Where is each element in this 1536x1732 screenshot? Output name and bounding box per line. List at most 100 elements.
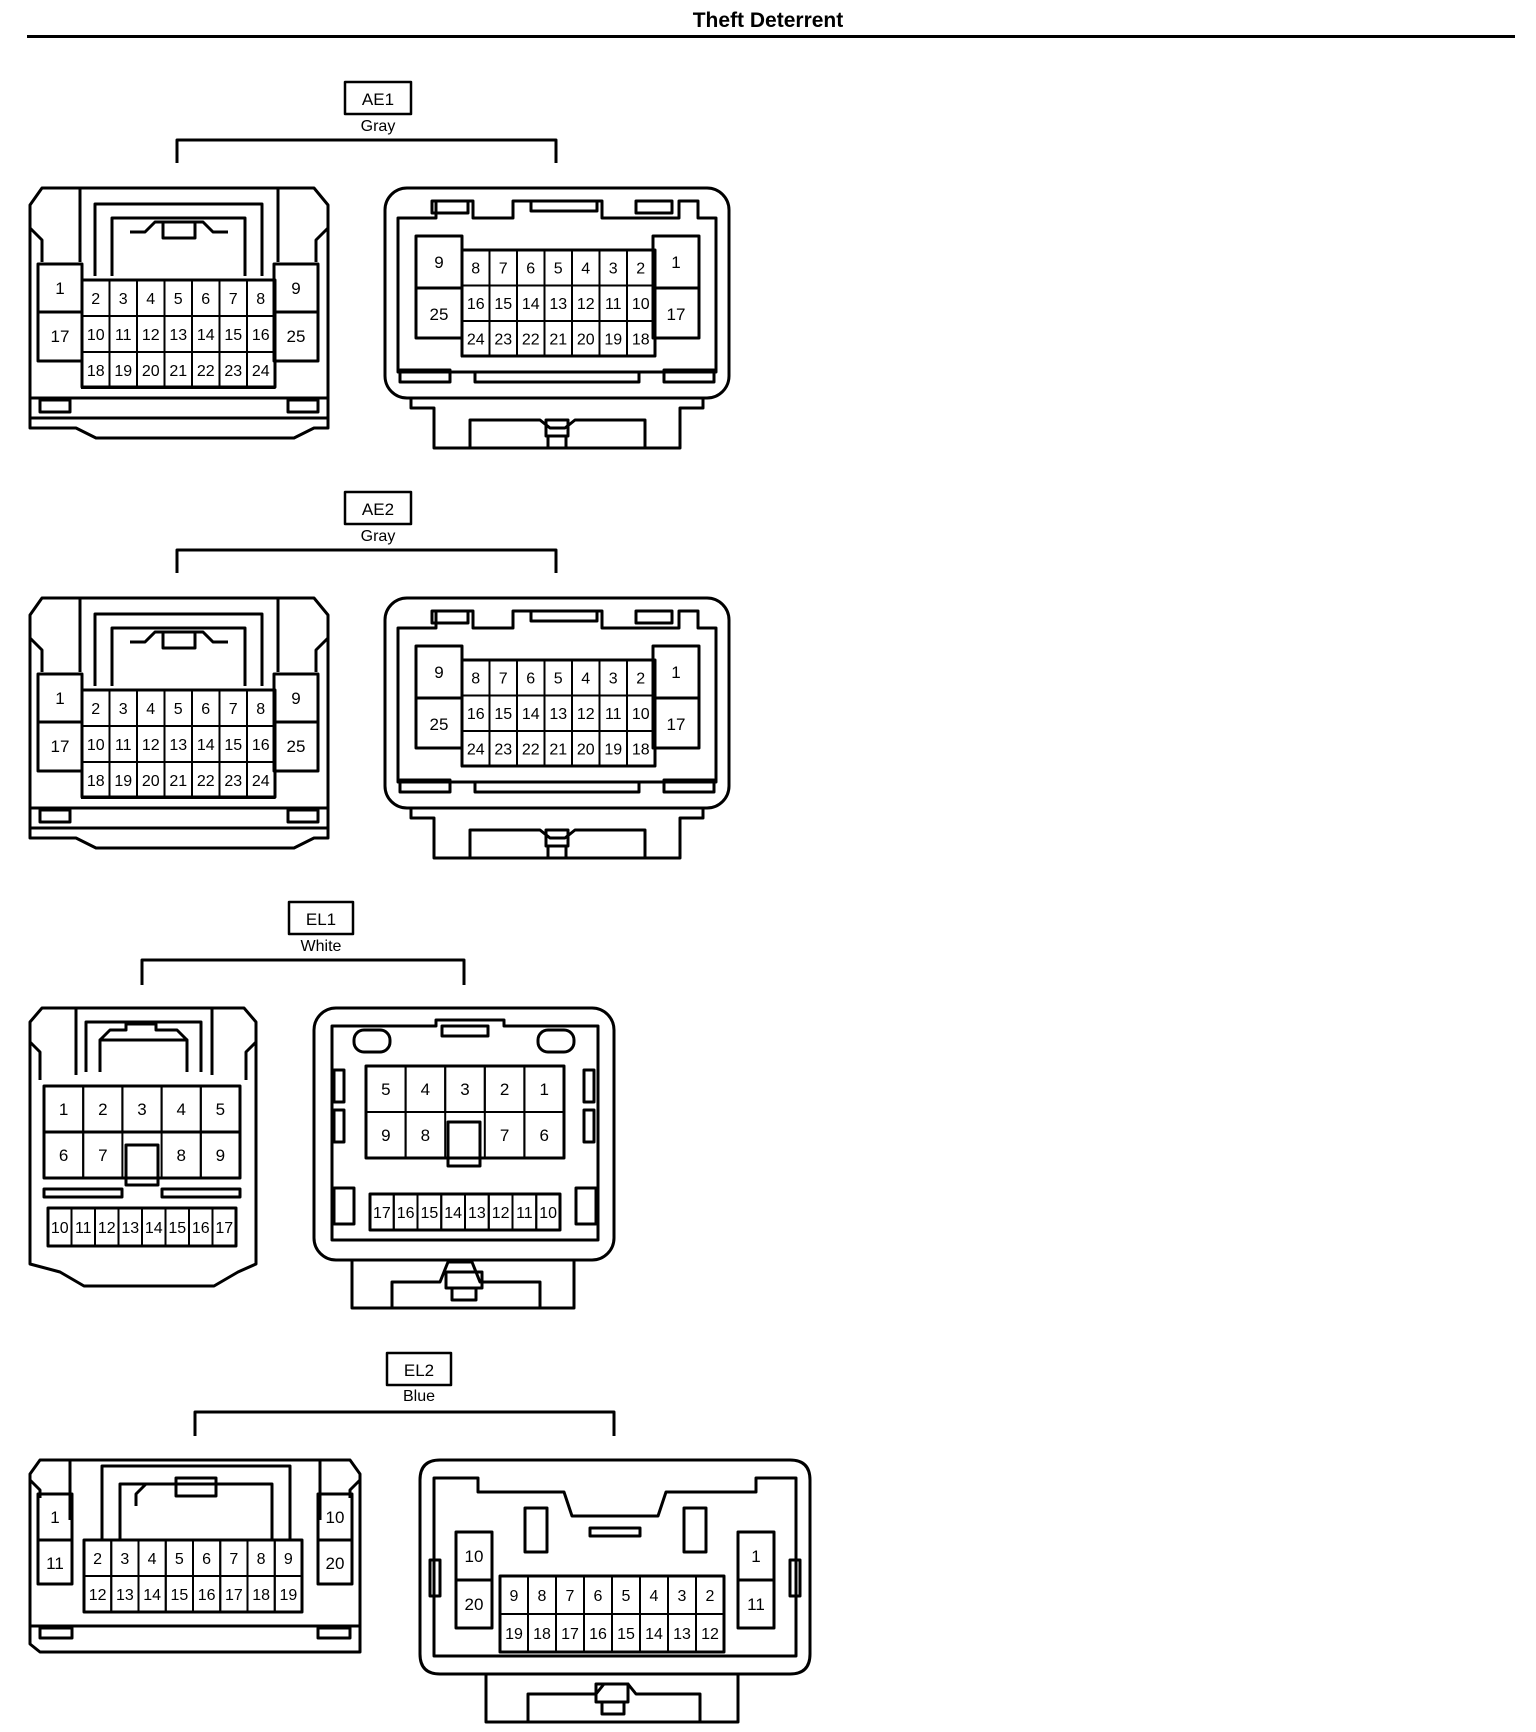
connector-bracket [193,1410,616,1436]
pin-number: 8 [471,671,480,688]
title-divider [27,35,1515,38]
pin-number: 21 [549,742,567,759]
pin-number: 7 [499,671,508,688]
pin-cell [211,1207,237,1247]
connector-bracket [140,958,466,985]
pin-number: 5 [216,1100,225,1119]
pin-number: 19 [279,1587,297,1604]
pin-number: 9 [284,1551,293,1568]
pin-number: 8 [256,701,265,718]
pin-number: 24 [252,773,270,790]
pin-number: 3 [120,1551,129,1568]
pin-number: 22 [197,363,215,380]
pin-number: 13 [549,706,567,723]
pin-number: 18 [252,1587,270,1604]
page-title: Theft Deterrent [692,9,844,32]
pin-number: 10 [539,1205,557,1222]
pin-cell [626,730,656,768]
pin-number: 11 [747,1595,765,1614]
pin-number: 6 [202,1551,211,1568]
pin-number: 14 [522,296,540,313]
pin-number: 11 [75,1220,92,1237]
pin-cell [199,1131,242,1179]
pin-number: 10 [51,1220,69,1237]
pin-number: 18 [533,1626,551,1643]
pin-number: 11 [115,327,132,344]
pin-number: 14 [522,706,540,723]
pin-number: 12 [577,296,595,313]
pin-number: 12 [142,327,160,344]
pin-number: 8 [176,1146,185,1165]
pin-number: 14 [444,1205,462,1222]
pin-number: 10 [465,1547,484,1566]
pin-number: 5 [174,291,183,308]
connector-code-box [287,900,355,936]
pin-number: 4 [148,1551,157,1568]
pin-number: 25 [430,305,449,324]
pin-cell [82,1131,124,1179]
pin-number: 22 [197,773,215,790]
pin-number: 16 [589,1626,607,1643]
pin-cell [404,1111,447,1159]
pin-number: 17 [667,305,686,324]
pin-number: 15 [224,327,242,344]
pin-number: 17 [215,1220,233,1237]
pin-cell [246,761,276,799]
pin-number: 10 [87,327,105,344]
pin-number: 5 [554,261,563,278]
pin-number: 23 [494,332,512,349]
pin-number: 3 [609,671,618,688]
male-connector-housing [28,596,330,850]
pin-number: 17 [667,715,686,734]
pin-number: 6 [539,1126,548,1145]
pin-number: 15 [494,706,512,723]
pin-number: 20 [142,773,160,790]
pin-number: 16 [252,327,270,344]
pin-number: 20 [326,1554,345,1573]
pin-number: 16 [192,1220,210,1237]
pin-number: 19 [114,773,132,790]
pin-number: 9 [510,1588,519,1605]
pin-number: 2 [91,701,100,718]
pin-number: 8 [471,261,480,278]
pin-number: 16 [397,1205,415,1222]
pin-number: 1 [751,1547,760,1566]
pin-number: 10 [632,296,650,313]
connector-group-el2: EL2 Blue [28,1351,812,1724]
pin-number: 24 [252,363,270,380]
pin-number: 21 [169,363,187,380]
pin-number: 15 [168,1220,186,1237]
pin-number: 5 [554,671,563,688]
pin-number: 12 [577,706,595,723]
pin-number: 6 [201,701,210,718]
pin-number: 8 [256,291,265,308]
pin-number: 22 [522,742,540,759]
pin-number: 7 [98,1146,107,1165]
pin-number: 3 [678,1588,687,1605]
pin-number: 4 [146,701,155,718]
pin-number: 12 [492,1205,510,1222]
pin-number: 23 [224,363,242,380]
connector-group-el1: EL1 White [28,900,616,1310]
pin-number: 2 [636,671,645,688]
connector-code-box [343,80,413,116]
pin-number: 5 [381,1080,390,1099]
pin-number: 3 [137,1100,146,1119]
pin-cell [246,351,276,389]
pin-number: 4 [176,1100,185,1119]
pin-number: 19 [604,742,622,759]
pin-number: 9 [434,253,443,272]
pin-number: 18 [87,363,105,380]
pin-number: 23 [224,773,242,790]
pin-number: 18 [87,773,105,790]
pin-number: 17 [51,327,70,346]
pin-number: 14 [645,1626,663,1643]
pin-cell [626,320,656,358]
connector-color: Blue [403,1388,435,1405]
pin-number: 9 [291,279,300,298]
pin-number: 11 [516,1205,533,1222]
connector-bracket [175,548,558,573]
pin-number: 17 [373,1205,391,1222]
pin-number: 10 [632,706,650,723]
pin-number: 10 [87,737,105,754]
